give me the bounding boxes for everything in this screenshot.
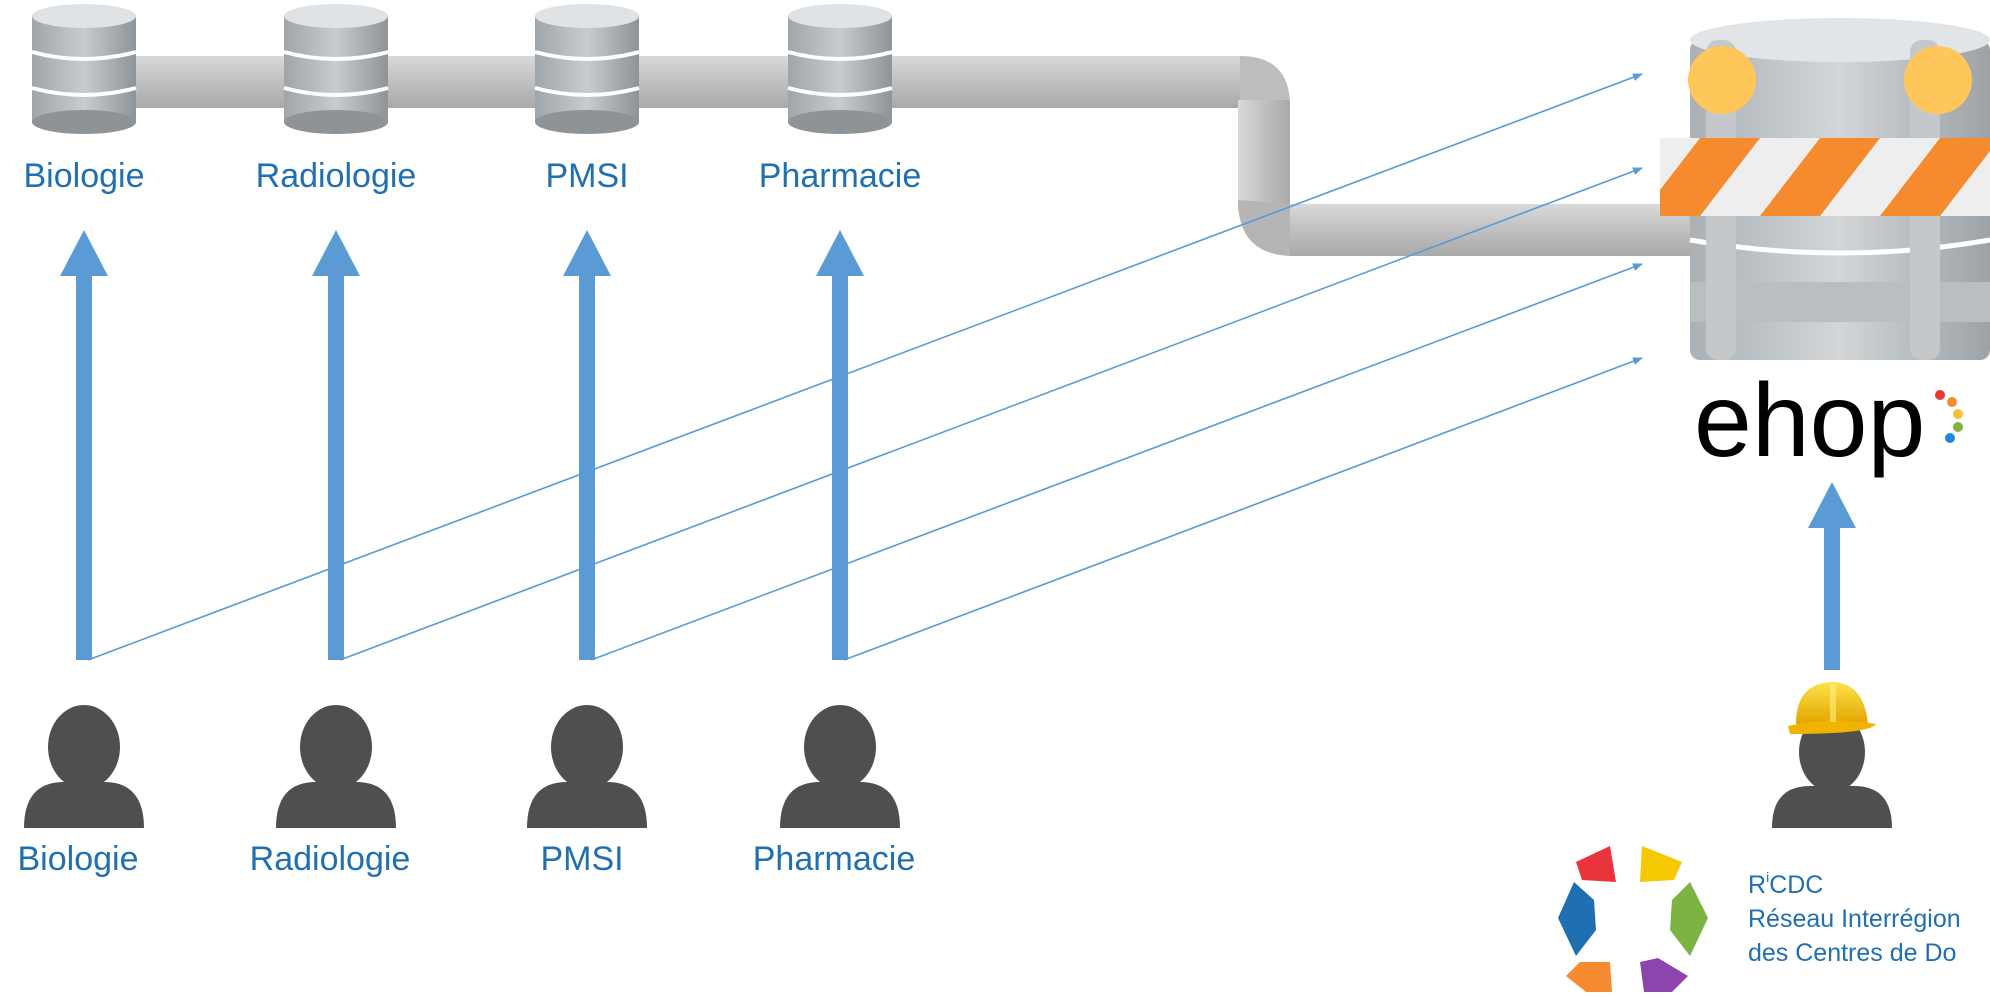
database-icon	[534, 4, 640, 134]
ricdc-title: RiCDC	[1748, 869, 1823, 899]
user-icon	[527, 705, 647, 828]
diagonal-arrow	[87, 73, 1643, 661]
user-icon	[276, 705, 396, 828]
db-label: Pharmacie	[759, 157, 922, 195]
diagonal-arrow	[590, 263, 1643, 661]
ricdc-subtitle-line1: Réseau Interrégion	[1748, 905, 1961, 933]
db-label: Biologie	[24, 157, 145, 195]
db-label: Radiologie	[256, 157, 417, 195]
db-label: PMSI	[545, 157, 628, 195]
database-icon	[787, 4, 893, 134]
user-icons	[24, 705, 900, 828]
user-label: Biologie	[18, 840, 139, 878]
hard-hat-user-icon	[1772, 682, 1892, 828]
up-arrow	[816, 230, 864, 660]
construction-barrier-icon	[1660, 18, 1990, 360]
user-icon	[780, 705, 900, 828]
user-icon	[24, 705, 144, 828]
database-icon	[283, 4, 389, 134]
diagonal-arrow	[843, 357, 1643, 661]
data-pipeline	[60, 56, 1710, 256]
database-icons	[31, 4, 893, 134]
user-label: Radiologie	[250, 840, 411, 878]
user-label: Pharmacie	[753, 840, 916, 878]
diagonal-arrow	[339, 167, 1643, 661]
up-arrow	[60, 230, 108, 660]
engineer-to-ehop-arrow	[1808, 482, 1856, 670]
user-to-database-arrows	[60, 230, 864, 660]
ehop-logo: ehop	[1694, 363, 1963, 479]
ricdc-logo: RiCDC Réseau Interrégion des Centres de …	[1558, 846, 1961, 992]
up-arrow	[563, 230, 611, 660]
database-icon	[31, 4, 137, 134]
user-label: PMSI	[540, 840, 623, 878]
ricdc-star-icon	[1558, 846, 1708, 992]
user-to-ehop-arrows	[87, 73, 1643, 661]
up-arrow	[312, 230, 360, 660]
ehop-wordmark: ehop	[1694, 363, 1925, 479]
ricdc-subtitle-line2: des Centres de Do	[1748, 939, 1956, 967]
